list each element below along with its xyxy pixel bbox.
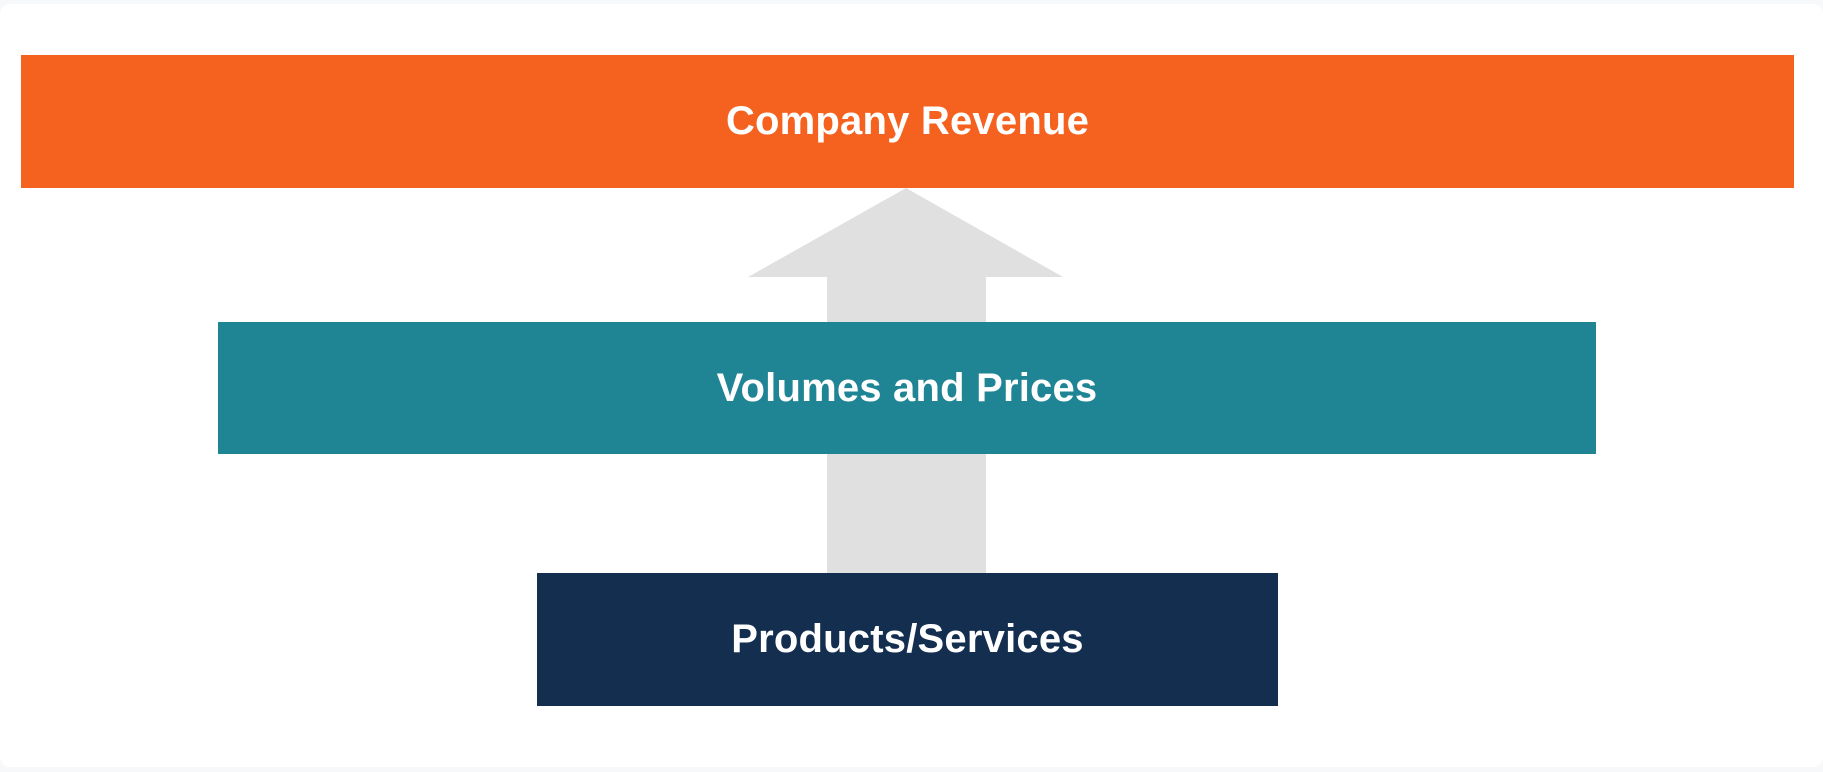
layer-company-revenue: Company Revenue [21,55,1794,188]
layer-volumes-and-prices-label: Volumes and Prices [716,365,1098,410]
layer-volumes-and-prices: Volumes and Prices [218,322,1596,454]
layer-products-services: Products/Services [537,573,1278,706]
layer-company-revenue-label: Company Revenue [725,99,1090,143]
layer-products-services-label: Products/Services [731,617,1084,661]
